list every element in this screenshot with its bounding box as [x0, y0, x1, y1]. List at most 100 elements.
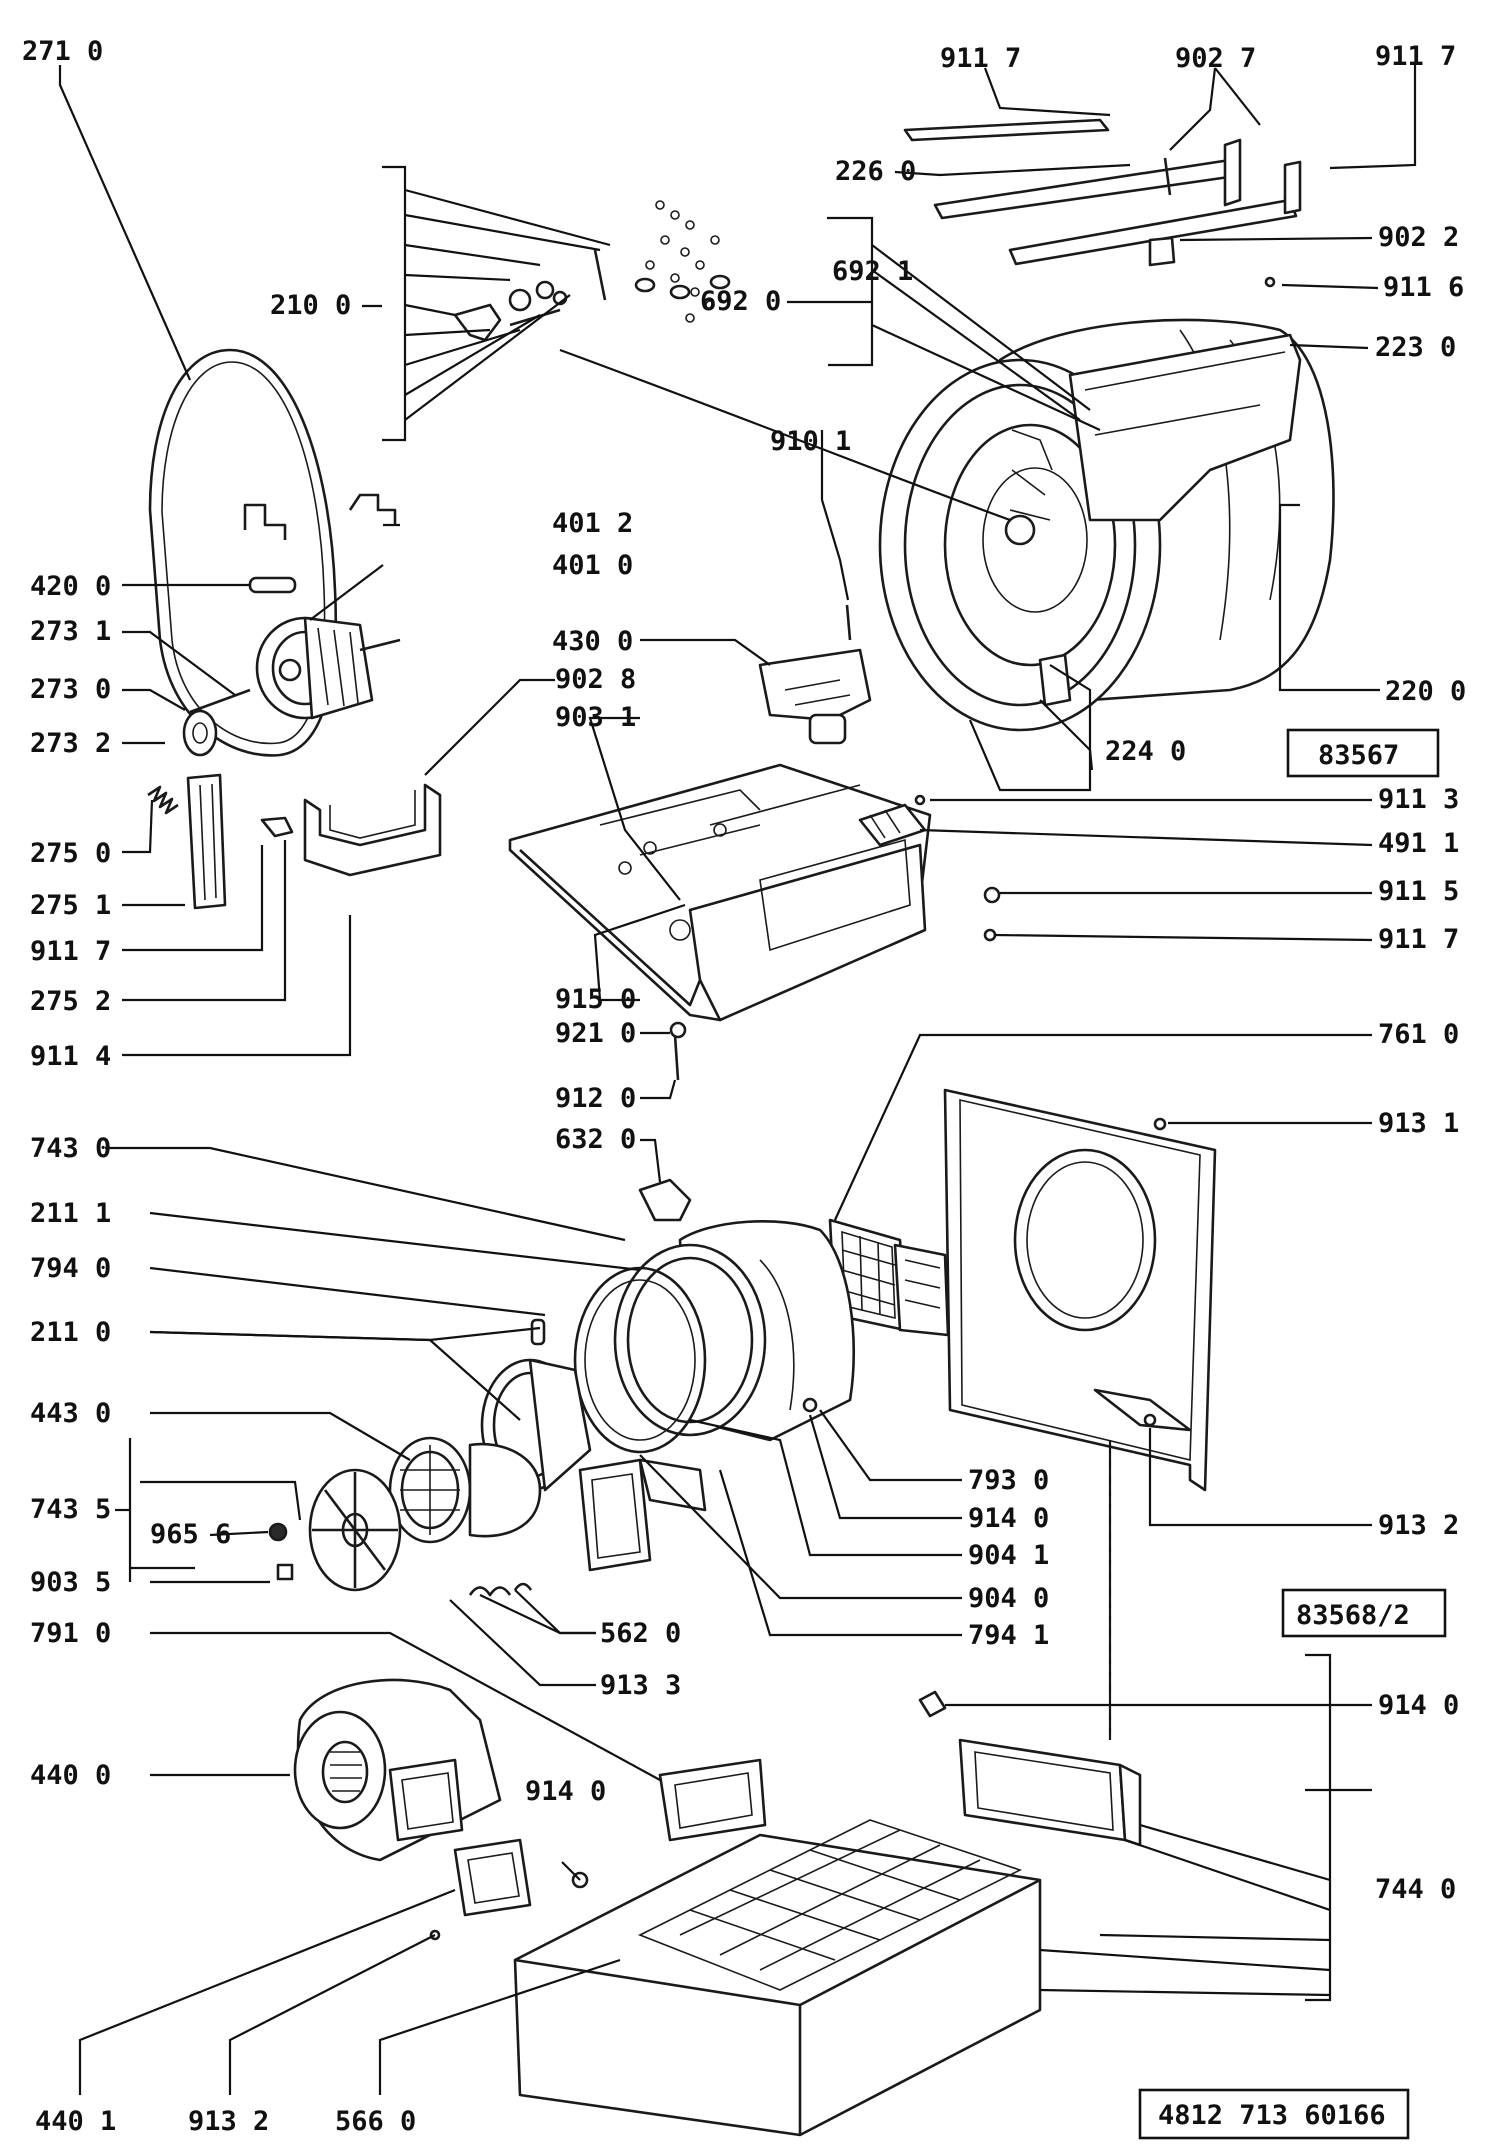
label-2240: 224 0: [1105, 736, 1186, 767]
label-4911: 491 1: [1378, 828, 1459, 859]
label-2731: 273 1: [30, 616, 111, 647]
rear-strips: [903, 118, 1302, 267]
ref-box-1: [1286, 728, 1440, 778]
gasket-7910: [658, 1758, 767, 1842]
part-labels: 271 0 911 7 902 7 911 7 226 0 902 2 210 …: [22, 36, 1466, 2137]
label-7910: 791 0: [30, 1618, 111, 1649]
impeller-assembly: [388, 1358, 592, 1544]
screw-9132a: [1143, 1413, 1157, 1427]
label-7941: 794 1: [968, 1620, 1049, 1651]
pulley: [182, 688, 251, 757]
label-9035: 903 5: [30, 1567, 111, 1598]
label-4200: 420 0: [30, 571, 111, 602]
label-2100: 210 0: [270, 290, 351, 321]
motor: [255, 616, 401, 720]
screw-9113: [914, 794, 926, 806]
label-7435: 743 5: [30, 1494, 111, 1525]
label-2732: 273 2: [30, 728, 111, 759]
label-2752: 275 2: [30, 986, 111, 1017]
label-9113: 911 3: [1378, 784, 1459, 815]
bracket-4012: [348, 493, 397, 525]
screw-9120: [673, 1034, 680, 1081]
label-9031: 903 1: [555, 702, 636, 733]
bolt-2110: [530, 1318, 546, 1346]
label-9115: 911 5: [1378, 876, 1459, 907]
catalog-box: [1138, 2088, 1410, 2140]
label-9140a: 914 0: [968, 1503, 1049, 1534]
label-6921: 692 1: [832, 256, 913, 287]
label-9022: 902 2: [1378, 222, 1459, 253]
blower: [293, 1678, 502, 1862]
label-9117b: 911 7: [1375, 41, 1456, 72]
label-9140b: 914 0: [1378, 1690, 1459, 1721]
label-2230: 223 0: [1375, 332, 1456, 363]
label-7440: 744 0: [1375, 1874, 1456, 1905]
label-9140c: 914 0: [525, 1776, 606, 1807]
label-9131: 913 1: [1378, 1108, 1459, 1139]
label-9133: 913 3: [600, 1670, 681, 1701]
label-5660: 566 0: [335, 2106, 416, 2137]
ref-box-1-text: 83567: [1318, 740, 1399, 771]
ref-box-2-text: 83568/2: [1296, 1600, 1410, 1631]
label-9210: 921 0: [555, 1018, 636, 1049]
label-2751: 275 1: [30, 890, 111, 921]
label-4300: 430 0: [552, 626, 633, 657]
tension-bracket: [243, 503, 297, 594]
label-9041: 904 1: [968, 1540, 1049, 1571]
washer-9210: [669, 1021, 687, 1039]
ref-box-2: [1281, 1588, 1447, 1638]
lifter: [1038, 653, 1072, 707]
label-2750: 275 0: [30, 838, 111, 869]
label-9132b: 913 2: [188, 2106, 269, 2137]
label-5620: 562 0: [600, 1618, 681, 1649]
label-6920: 692 0: [700, 286, 781, 317]
springs-5620: [468, 1582, 533, 1597]
label-4400: 440 0: [30, 1760, 111, 1791]
drive-belt: [148, 348, 337, 757]
label-4430: 443 0: [30, 1398, 111, 1429]
label-2730: 273 0: [30, 674, 111, 705]
gasket-4401: [453, 1838, 532, 1917]
screw-9131: [1153, 1117, 1167, 1131]
switch-430: [758, 648, 872, 745]
slide-rail: [186, 773, 227, 910]
spring: [147, 785, 179, 815]
label-9120: 912 0: [555, 1083, 636, 1114]
label-7930: 793 0: [968, 1465, 1049, 1496]
label-9117d: 911 7: [1378, 924, 1459, 955]
clip-cluster: [634, 200, 731, 323]
label-7610: 761 0: [1378, 1019, 1459, 1050]
nut-9035: [276, 1563, 294, 1581]
front-duct: [613, 1219, 855, 1442]
label-9656: 965 6: [150, 1519, 231, 1550]
label-9116: 911 6: [1383, 272, 1464, 303]
label-2260: 226 0: [835, 156, 916, 187]
sensor-6320: [638, 1178, 692, 1222]
front-panel: [943, 1088, 1217, 1492]
screw-9101: [845, 604, 852, 641]
clip-9140b: [918, 1690, 947, 1718]
condenser: [513, 1738, 1142, 2137]
label-7940: 794 0: [30, 1253, 111, 1284]
label-7430: 743 0: [30, 1133, 111, 1164]
label-9027: 902 7: [1175, 43, 1256, 74]
motor-cradle: [303, 783, 442, 877]
catalog-number: 4812 713 60166: [1158, 2100, 1386, 2131]
nut-9656: [268, 1522, 288, 1542]
label-4012: 401 2: [552, 508, 633, 539]
label-2200: 220 0: [1385, 676, 1466, 707]
reference-boxes: 83567 83568/2 4812 713 60166: [1138, 728, 1447, 2140]
screw-9117c: [983, 928, 997, 942]
drum: [878, 318, 1335, 732]
label-2110: 211 0: [30, 1317, 111, 1348]
label-2111: 211 1: [30, 1198, 111, 1229]
outlet-duct: [578, 1458, 707, 1572]
screw-9116: [1264, 276, 1276, 288]
label-9028: 902 8: [555, 664, 636, 695]
part-drawings: [147, 118, 1335, 2137]
label-9132a: 913 2: [1378, 1510, 1459, 1541]
base-plate: [508, 763, 932, 1022]
label-4401: 440 1: [35, 2106, 116, 2137]
label-2710: 271 0: [22, 36, 103, 67]
